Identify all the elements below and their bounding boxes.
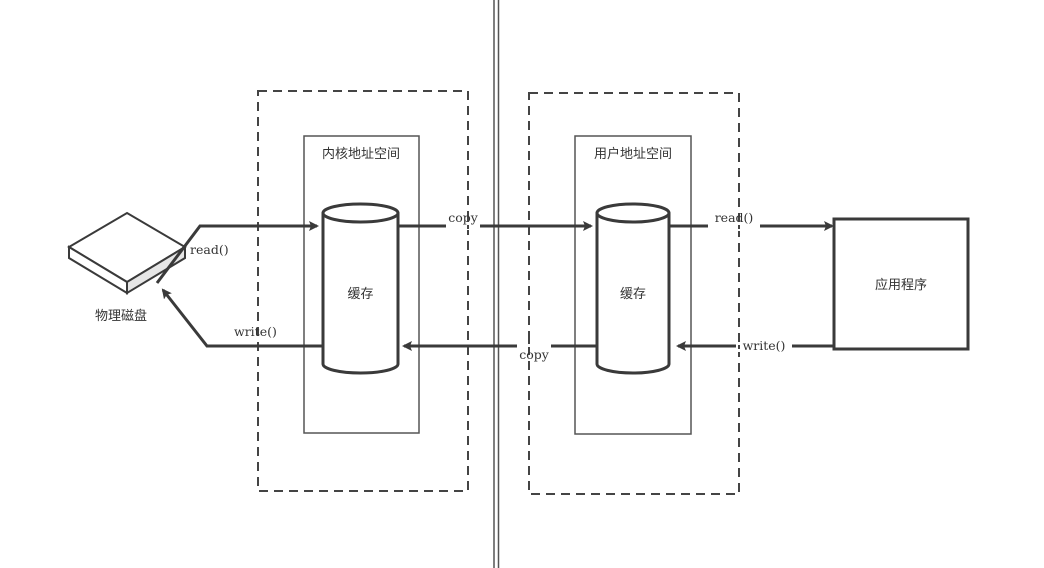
application-label: 应用程序 (875, 277, 927, 293)
label-copy-down: copy (519, 347, 550, 362)
label-app-write: write() (743, 338, 786, 353)
application-box: 应用程序 (832, 217, 970, 351)
kernel-buffer-cylinder-icon: 缓存 (321, 202, 400, 375)
label-disk-read: read() (190, 242, 229, 257)
kernel-buffer-label: 缓存 (347, 287, 373, 302)
disk-label: 物理磁盘 (95, 308, 147, 324)
kernel-address-space: 内核地址空间 (303, 135, 420, 434)
kernel-dashed-boundary (257, 90, 469, 492)
user-space-title: 用户地址空间 (594, 146, 672, 162)
physical-disk-icon: 物理磁盘 (67, 211, 187, 324)
user-address-space: 用户地址空间 (574, 135, 692, 435)
user-buffer-cylinder-icon: 缓存 (595, 202, 671, 375)
label-app-read: read() (715, 210, 754, 225)
label-disk-write: write() (234, 324, 277, 339)
space-divider (493, 0, 500, 568)
user-buffer-label: 缓存 (620, 287, 646, 302)
label-copy-up: copy (448, 210, 479, 225)
kernel-space-title: 内核地址空间 (322, 146, 400, 162)
arrow-disk-to-kernel (155, 221, 319, 284)
arrow-kernel-to-disk (161, 288, 323, 348)
user-dashed-boundary (528, 92, 740, 495)
